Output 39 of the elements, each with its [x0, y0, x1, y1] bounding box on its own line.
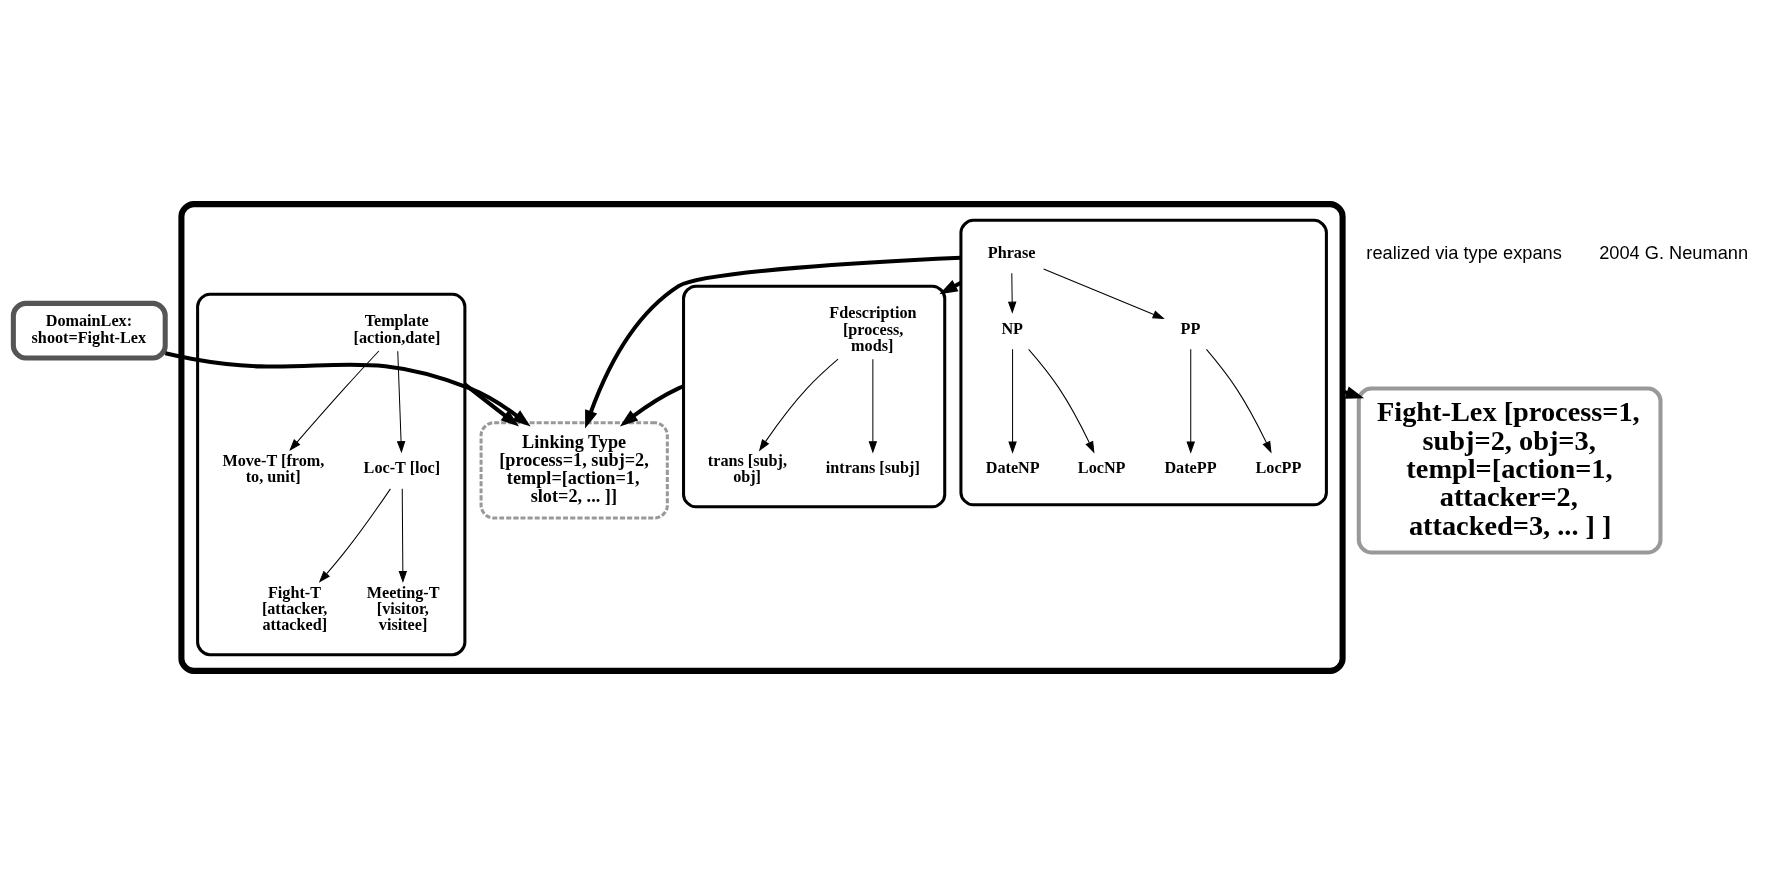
node-text: trans [subj, obj] [707, 451, 787, 486]
cluster [682, 284, 947, 508]
arrow [619, 383, 685, 426]
node-box: Fight-Lex [process=1, subj=2, obj=3, templ=[action=1, attacker=2, attacked=3, ... ] ] [1356, 385, 1663, 554]
node-box: DomainLex: shoot=Fight-Lex [10, 300, 168, 361]
node-text: Fdescription [process, mods] [829, 303, 917, 355]
node-text: Phrase [987, 243, 1036, 262]
arrow [396, 350, 406, 453]
node-text: Loc-T [loc] [363, 458, 441, 477]
node-text: Meeting-T [visitor, visitee] [366, 583, 440, 634]
label: realized via type expans [1366, 242, 1562, 263]
arrow [463, 382, 520, 426]
node-text: Template [action,date] [353, 311, 441, 347]
node-text: NP [1001, 319, 1024, 338]
arrow [1043, 268, 1165, 319]
node-text: Fight-T [attacker, attacked] [261, 583, 328, 634]
arrow [398, 487, 408, 583]
node-text: LocPP [1255, 458, 1302, 477]
cluster [196, 292, 467, 656]
arrow [1028, 348, 1095, 453]
node-text: DateNP [985, 458, 1040, 477]
arrow [164, 350, 531, 427]
arrow [1007, 272, 1017, 314]
arrow [318, 487, 391, 583]
arrow [1205, 348, 1272, 453]
cluster [959, 218, 1328, 506]
label: 2004 G. Neumann [1599, 242, 1749, 263]
arrow [868, 358, 878, 453]
arrow [1008, 348, 1017, 454]
node-text: PP [1180, 319, 1201, 338]
arrow [1186, 348, 1195, 454]
node-text: DatePP [1164, 458, 1217, 477]
arrow [758, 358, 839, 451]
node-text: LocNP [1077, 458, 1126, 477]
node-text: intrans [subj] [825, 458, 920, 477]
node-text: Move-T [from, to, unit] [222, 451, 325, 486]
arrow [289, 350, 380, 451]
node-box: Linking Type [process=1, subj=2, templ=[action=1, slot=2, ... ]] [479, 420, 669, 519]
cluster [178, 200, 1346, 674]
